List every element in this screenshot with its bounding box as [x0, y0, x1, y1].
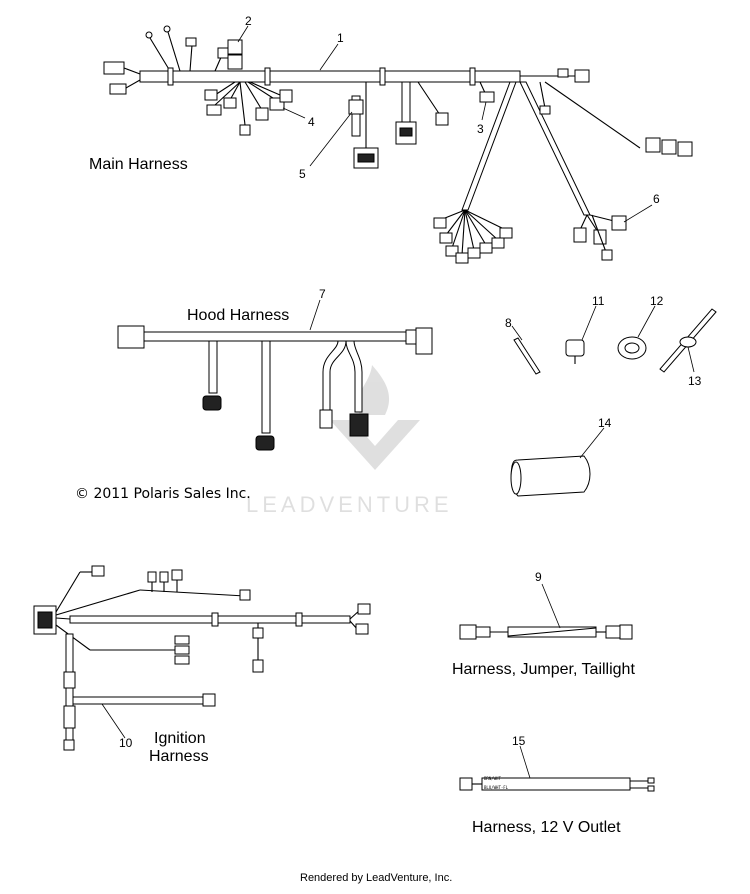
watermark-text: LEADVENTURE	[246, 492, 453, 517]
svg-text:BRN/WHT: BRN/WHT	[484, 776, 501, 781]
callout-9: 9	[535, 570, 542, 584]
callout-6: 6	[653, 192, 660, 206]
main-harness-label: Main Harness	[89, 156, 188, 173]
harness-jumper-taillight	[459, 583, 633, 640]
clip-11	[565, 305, 597, 364]
callout-15: 15	[512, 734, 526, 748]
hood-harness	[117, 299, 433, 451]
callout-3: 3	[477, 122, 484, 136]
callout-10: 10	[119, 736, 133, 750]
callout-7: 7	[319, 287, 326, 301]
jumper-taillight-label: Harness, Jumper, Taillight	[452, 661, 635, 678]
callout-1: 1	[337, 31, 344, 45]
leadventure-watermark-logo	[330, 365, 420, 470]
ignition-harness-label-line1: Ignition	[154, 730, 206, 747]
callout-5: 5	[299, 167, 306, 181]
tie-mount-13	[659, 308, 717, 373]
cable-tie-8	[511, 325, 541, 375]
ignition-harness	[33, 565, 371, 751]
hood-harness-label: Hood Harness	[187, 307, 290, 324]
harness-12v-outlet: BRN/WHT BLU/WHT-FL	[459, 745, 655, 792]
main-harness-leaders	[237, 25, 653, 223]
callout-14: 14	[598, 416, 612, 430]
callout-8: 8	[505, 316, 512, 330]
ignition-harness-label-line2: Harness	[149, 748, 209, 765]
outlet-12v-label: Harness, 12 V Outlet	[472, 819, 621, 836]
sleeve-14	[510, 427, 605, 497]
footer-text: Rendered by LeadVenture, Inc.	[300, 872, 453, 884]
callout-13: 13	[688, 374, 702, 388]
grommet-12	[617, 305, 656, 360]
copyright-text: © 2011 Polaris Sales Inc.	[75, 486, 251, 502]
main-harness	[103, 25, 693, 264]
callout-11: 11	[592, 294, 605, 308]
callout-4: 4	[308, 115, 315, 129]
svg-text:BLU/WHT-FL: BLU/WHT-FL	[484, 785, 509, 790]
callout-12: 12	[650, 294, 664, 308]
callout-2: 2	[245, 14, 252, 28]
